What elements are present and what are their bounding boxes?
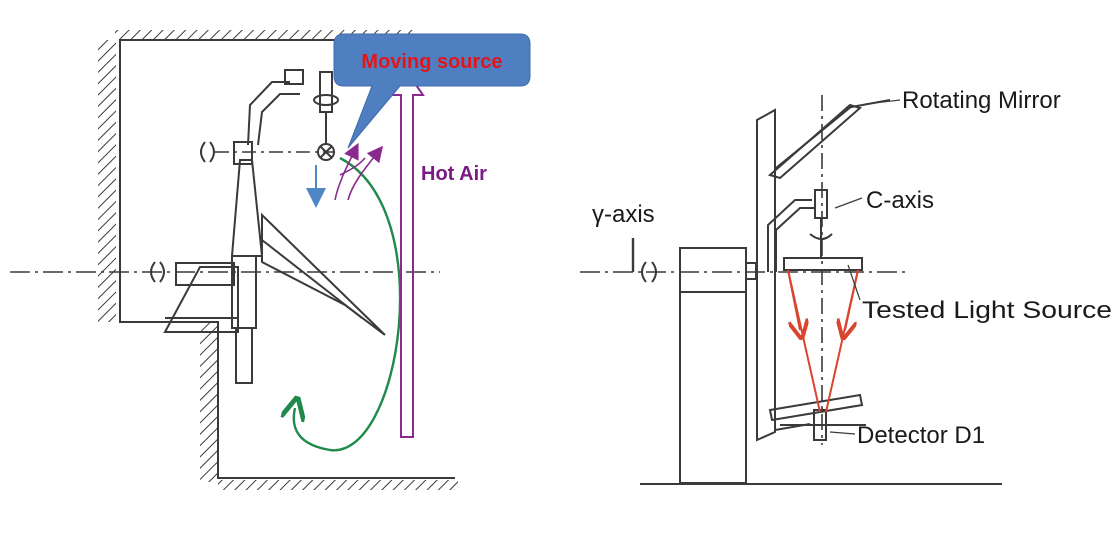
circulation-arrow xyxy=(294,156,402,452)
base-housing xyxy=(679,247,747,484)
tested-light-source xyxy=(783,257,863,271)
leader-tested-light-source xyxy=(847,264,861,301)
mirror-frame xyxy=(756,108,776,442)
reflector xyxy=(261,212,386,336)
rotating-mirror-label: Rotating Mirror xyxy=(902,87,1061,114)
moving-source-label: Moving source xyxy=(361,51,502,73)
tested-light-source-label: Tested Light Source xyxy=(862,297,1112,324)
base-mount xyxy=(163,266,239,333)
support-column xyxy=(230,159,264,257)
wall-enclosure xyxy=(98,30,458,490)
moving-source-callout xyxy=(333,33,531,149)
left-apparatus xyxy=(10,30,458,490)
c-axis-label: C-axis xyxy=(866,187,934,214)
leader-c-axis xyxy=(834,197,863,209)
rotating-mirror xyxy=(767,103,863,180)
gamma-axis-label: γ-axis xyxy=(592,201,655,228)
moving-source-lamp xyxy=(317,143,335,161)
leader-rotating-mirror xyxy=(865,99,901,105)
detector-label: Detector D1 xyxy=(857,422,985,449)
leader-detector xyxy=(829,431,856,435)
convection-arrows xyxy=(334,142,383,201)
hot-air-label: Hot Air xyxy=(421,163,487,185)
light-rays xyxy=(787,269,859,413)
